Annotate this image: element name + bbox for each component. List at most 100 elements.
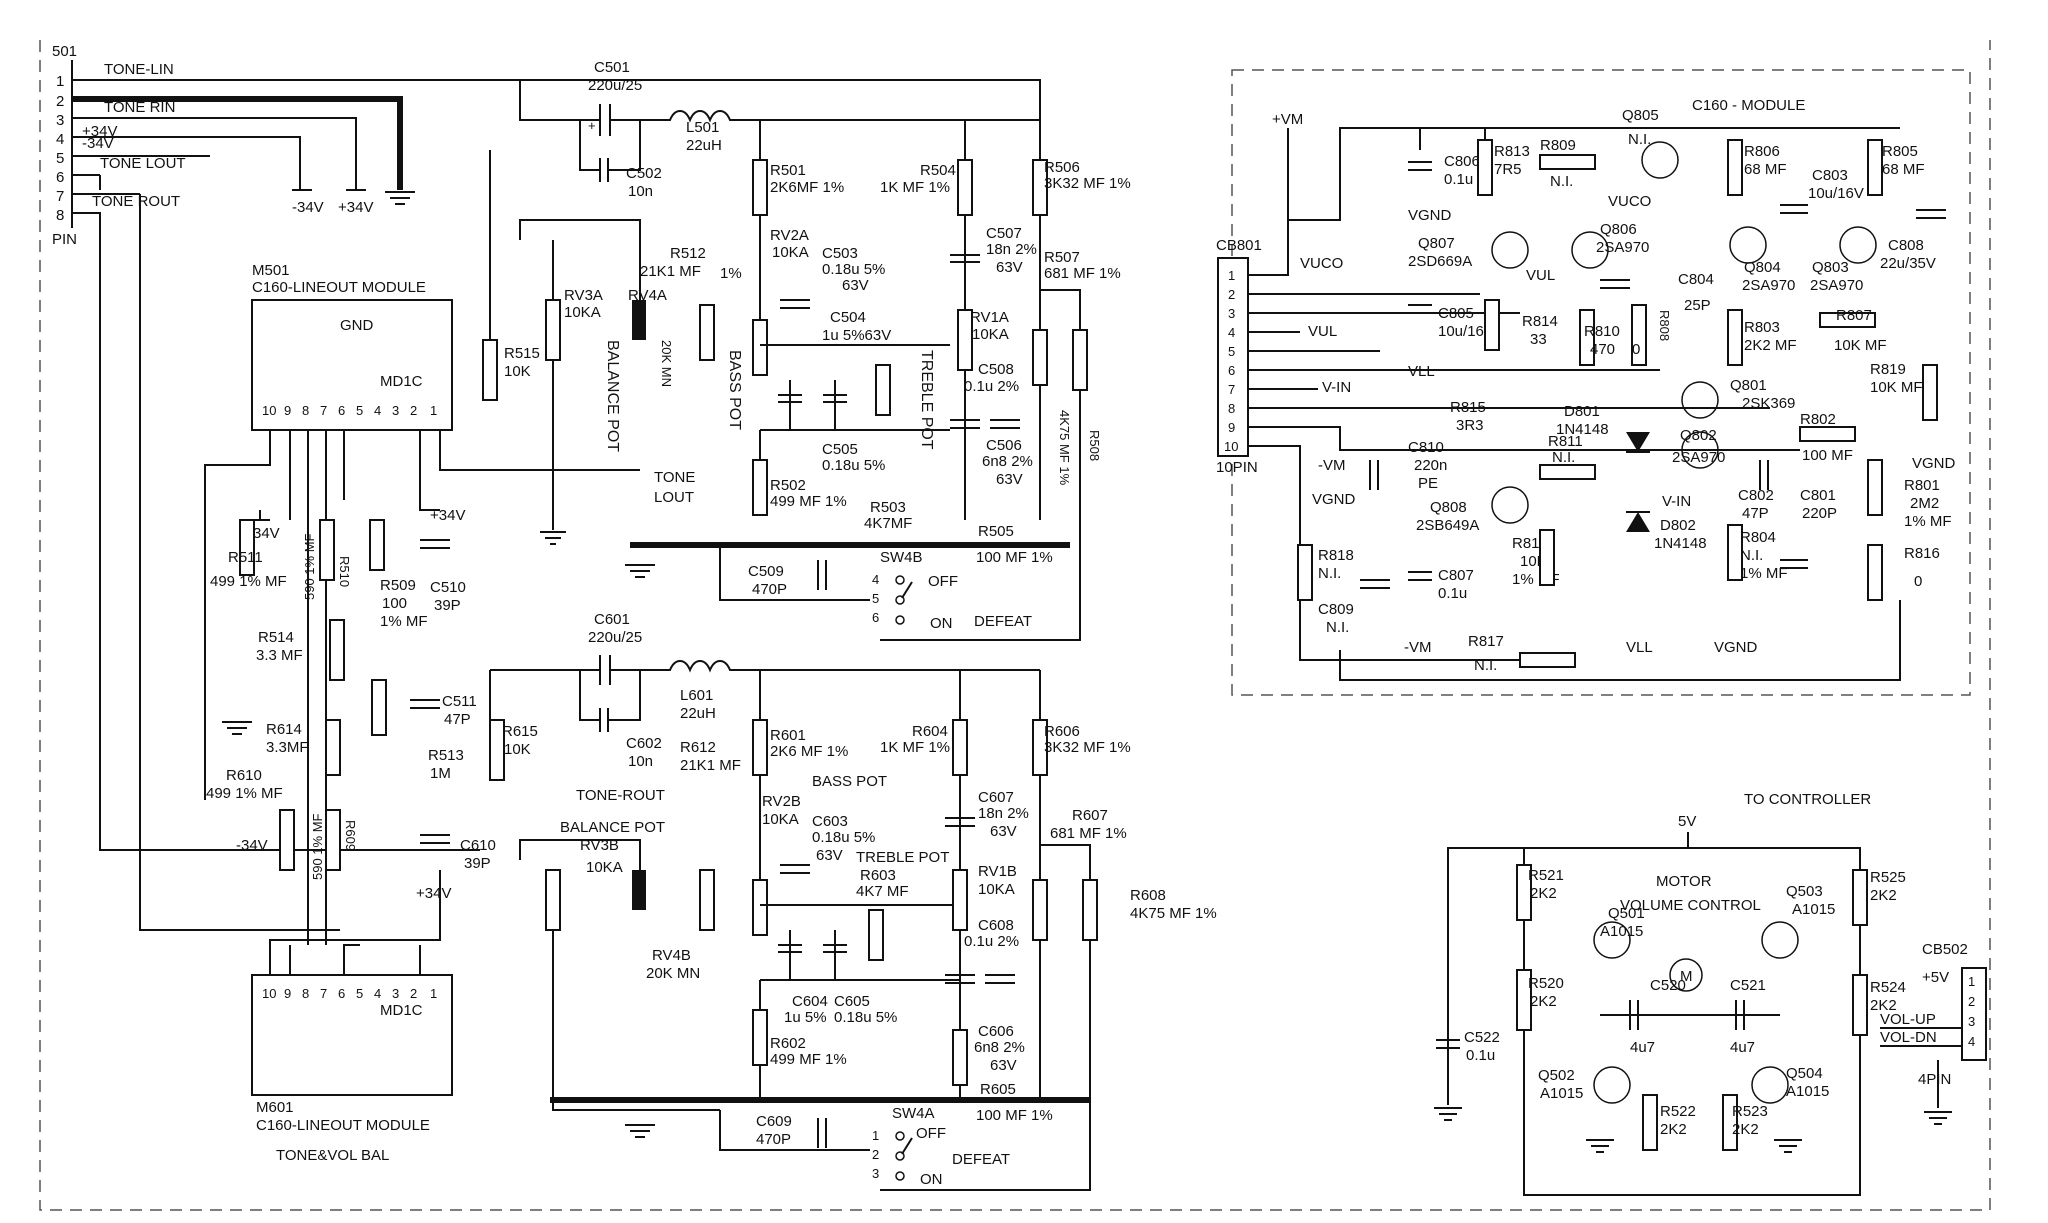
module-pin: 9 bbox=[284, 403, 291, 418]
comp-value: 1% bbox=[720, 265, 742, 282]
rail-label: VGND bbox=[1312, 491, 1356, 508]
motor-icon bbox=[1669, 958, 1703, 992]
comp-value: 2K6MF 1% bbox=[770, 179, 844, 196]
comp-value: N.I. bbox=[1740, 547, 1763, 564]
pin-label: 5 bbox=[1228, 344, 1235, 359]
comp-ref: R510 bbox=[337, 556, 352, 587]
module-pin: 3 bbox=[392, 986, 399, 1001]
comp-value: 0.1u bbox=[1466, 1047, 1495, 1064]
comp-ref: R601 bbox=[770, 727, 806, 744]
comp-ref: C606 bbox=[978, 1023, 1014, 1040]
comp-ref: C804 bbox=[1678, 271, 1714, 288]
cb502-signal: +5V bbox=[1922, 969, 1949, 986]
comp-ref: R804 bbox=[1740, 529, 1776, 546]
comp-value: 100 MF bbox=[1802, 447, 1853, 464]
comp-value: 63V bbox=[842, 277, 869, 294]
comp-ref: R520 bbox=[1528, 975, 1564, 992]
comp-ref: C507 bbox=[986, 225, 1022, 242]
comp-value: 2M2 bbox=[1910, 495, 1939, 512]
comp-ref: R603 bbox=[860, 867, 896, 884]
comp-ref: C604 bbox=[792, 993, 828, 1010]
comp-ref: R608 bbox=[1130, 887, 1166, 904]
comp-ref: R818 bbox=[1318, 547, 1354, 564]
comp-value: A1015 bbox=[1600, 923, 1643, 940]
comp-value: 681 MF 1% bbox=[1044, 265, 1121, 282]
comp-value: 1K MF 1% bbox=[880, 739, 950, 756]
comp-value: 18n 2% bbox=[986, 241, 1037, 258]
comp-value: PE bbox=[1418, 475, 1438, 492]
comp-value: 2K2 bbox=[1870, 887, 1897, 904]
comp-ref: C508 bbox=[978, 361, 1014, 378]
comp-ref: Q801 bbox=[1730, 377, 1767, 394]
supply-label: 5V bbox=[1678, 813, 1696, 830]
comp-value: 22uH bbox=[680, 705, 716, 722]
rail-label: VUCO bbox=[1300, 255, 1343, 272]
comp-value: 47P bbox=[444, 711, 471, 728]
comp-value: 10KA bbox=[772, 244, 809, 261]
comp-value: 100 MF 1% bbox=[976, 1107, 1053, 1124]
comp-ref: RV3A bbox=[564, 287, 603, 304]
comp-ref: R810 bbox=[1584, 323, 1620, 340]
comp-value: 1% MF bbox=[380, 613, 428, 630]
comp-ref: RV2B bbox=[762, 793, 801, 810]
net-label: TONE ROUT bbox=[92, 193, 180, 210]
module-name: C160-LINEOUT MODULE bbox=[256, 1117, 430, 1134]
comp-value: 4u7 bbox=[1630, 1039, 1655, 1056]
comp-ref: R604 bbox=[912, 723, 948, 740]
module-ref: M601 bbox=[256, 1099, 294, 1116]
comp-value: 22uH bbox=[686, 137, 722, 154]
comp-value: 4K75 MF 1% bbox=[1130, 905, 1217, 922]
comp-ref: Q807 bbox=[1418, 235, 1455, 252]
motor-symbol: M bbox=[1680, 968, 1693, 985]
comp-value: A1015 bbox=[1792, 901, 1835, 918]
board-outline bbox=[39, 40, 1991, 1211]
comp-ref: L501 bbox=[686, 119, 719, 136]
pin-label: 7 bbox=[1228, 382, 1235, 397]
comp-value: 3K32 MF 1% bbox=[1044, 175, 1131, 192]
comp-ref: R607 bbox=[1072, 807, 1108, 824]
motor-label: MOTOR bbox=[1656, 873, 1712, 890]
comp-ref: C601 bbox=[594, 611, 630, 628]
comp-ref: R507 bbox=[1044, 249, 1080, 266]
comp-ref: R612 bbox=[680, 739, 716, 756]
comp-value: N.I. bbox=[1318, 565, 1341, 582]
comp-ref: R805 bbox=[1882, 143, 1918, 160]
connector-suffix: 10PIN bbox=[1216, 459, 1258, 476]
switch-pin: 1 bbox=[872, 1128, 879, 1143]
module-m601: MD1C 10 9 8 7 6 5 4 3 2 1 M601 C160-LINE… bbox=[251, 870, 453, 1164]
comp-ref: R504 bbox=[920, 162, 956, 179]
module-pin: 9 bbox=[284, 986, 291, 1001]
rail-label: VGND bbox=[1912, 455, 1956, 472]
comp-value: 0.18u 5% bbox=[812, 829, 875, 846]
switch-pin: 4 bbox=[872, 572, 879, 587]
rail-label: +34V bbox=[416, 885, 451, 902]
comp-value: A1015 bbox=[1786, 1083, 1829, 1100]
comp-value: 0.1u bbox=[1444, 171, 1473, 188]
comp-value: 590 1% MF bbox=[302, 533, 317, 600]
comp-value: 63V bbox=[990, 1057, 1017, 1074]
comp-ref: R525 bbox=[1870, 869, 1906, 886]
module-m501: M501 C160-LINEOUT MODULE GND MD1C 10 9 8… bbox=[204, 262, 640, 890]
net-label: TONE-LIN bbox=[104, 61, 174, 78]
comp-ref: R521 bbox=[1528, 867, 1564, 884]
c160-module: C160 - MODULE +VM CB801 1 2 3 4 5 6 7 8 … bbox=[1216, 97, 1956, 681]
module-pin: 10 bbox=[262, 986, 276, 1001]
module-pin: 1 bbox=[430, 403, 437, 418]
comp-value: 2K2 bbox=[1660, 1121, 1687, 1138]
comp-ref: R815 bbox=[1450, 399, 1486, 416]
comp-ref: C602 bbox=[626, 735, 662, 752]
comp-value: 1M bbox=[430, 765, 451, 782]
comp-ref: Q806 bbox=[1600, 221, 1637, 238]
comp-ref: C502 bbox=[626, 165, 662, 182]
comp-value: 63V bbox=[990, 823, 1017, 840]
comp-ref: C608 bbox=[978, 917, 1014, 934]
comp-ref: L601 bbox=[680, 687, 713, 704]
pin-label: 2 bbox=[1228, 287, 1235, 302]
comp-value: 0.1u 2% bbox=[964, 933, 1019, 950]
comp-ref: C807 bbox=[1438, 567, 1474, 584]
comp-value: 0 bbox=[1632, 341, 1640, 358]
comp-value: 39P bbox=[434, 597, 461, 614]
switch-name: DEFEAT bbox=[952, 1151, 1010, 1168]
comp-ref: R602 bbox=[770, 1035, 806, 1052]
comp-value: 63V bbox=[996, 259, 1023, 276]
